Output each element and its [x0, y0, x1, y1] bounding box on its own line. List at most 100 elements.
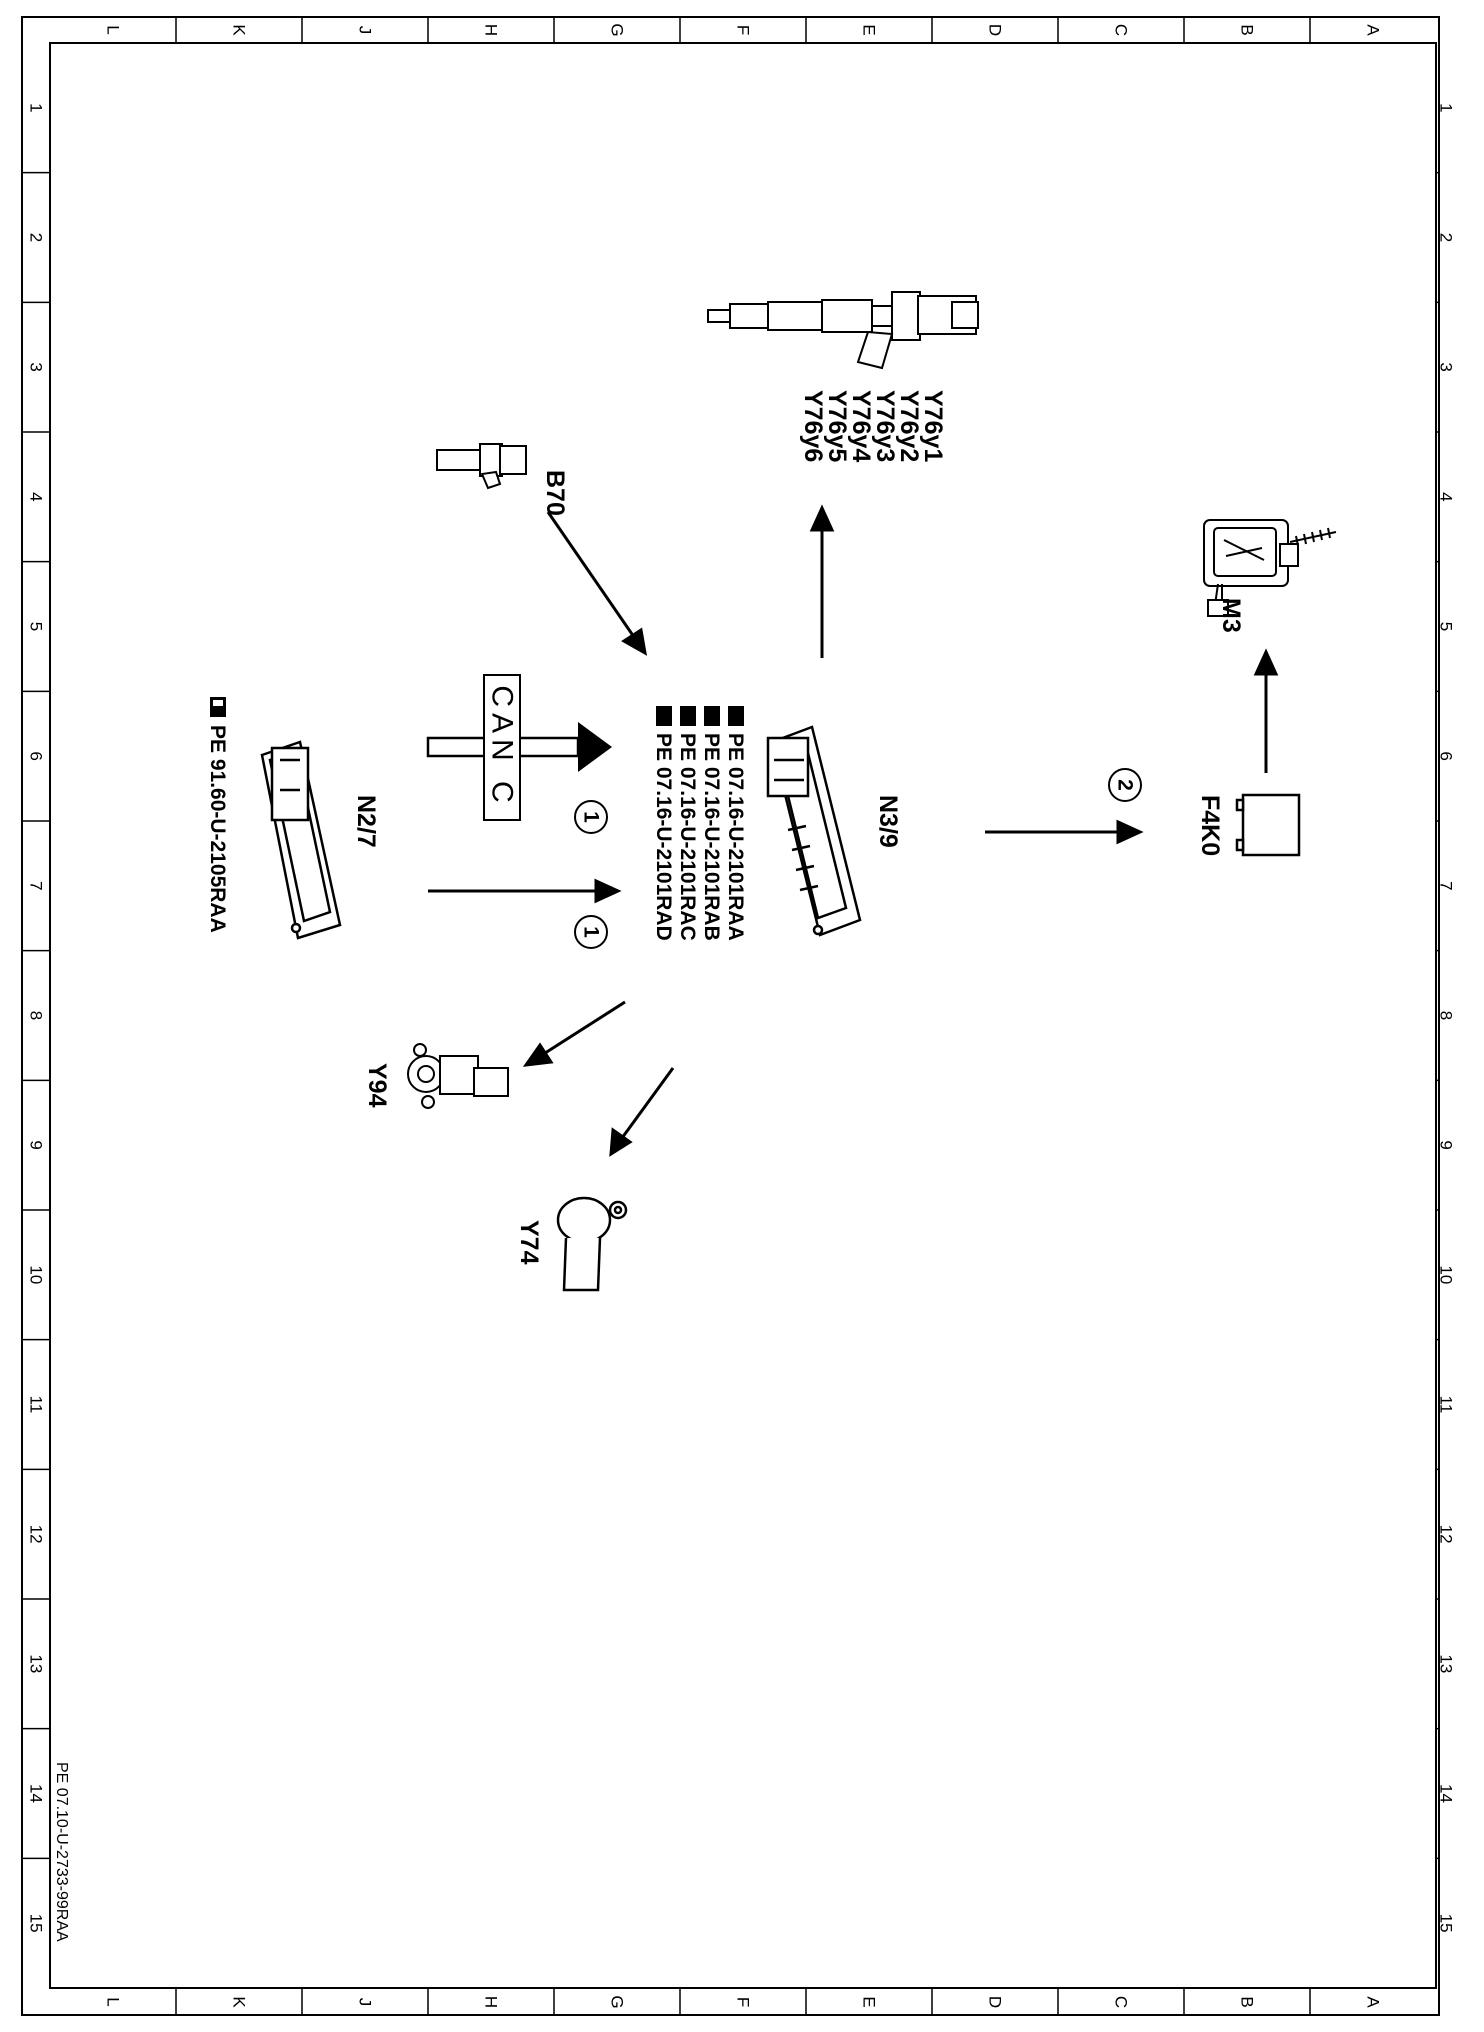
- sensor-connector: [499, 445, 527, 475]
- column-label-top: D: [986, 24, 1005, 36]
- can-bus-arrowhead: [578, 722, 612, 772]
- column-label-bottom: F: [734, 1997, 753, 2007]
- sensor-tip: [436, 449, 483, 471]
- pump-detail: [1223, 539, 1265, 561]
- n3-9-reference-1: PE 07.16-U-2101RAA: [724, 733, 747, 941]
- valve-lug: [413, 1043, 427, 1057]
- row-label-right: 3: [1437, 362, 1456, 371]
- y74-label: Y74: [515, 1220, 543, 1265]
- row-label-right: 8: [1437, 1011, 1456, 1020]
- m3-label: M3: [1217, 598, 1245, 633]
- row-label-right: 11: [1437, 1396, 1456, 1414]
- row-label-left: 9: [27, 1140, 46, 1149]
- n2-7-module: [260, 740, 342, 940]
- regulator-lug-hole: [613, 1205, 623, 1215]
- n3-9-reference-2: PE 07.16-U-2101RAB: [700, 733, 723, 941]
- y76-injector: [707, 291, 979, 370]
- injector-lead: [856, 330, 894, 370]
- y76-label-4: Y76y4: [847, 390, 875, 462]
- arrowhead: [1116, 819, 1144, 845]
- injector-plug: [951, 301, 979, 329]
- hand-icon: [728, 706, 744, 726]
- y74-regulator: [556, 1196, 628, 1292]
- row-label-right: 5: [1437, 622, 1456, 631]
- column-label-bottom: D: [986, 1996, 1005, 2008]
- column-label-top: J: [356, 26, 375, 35]
- row-label-left: 8: [27, 1011, 46, 1020]
- column-label-top: H: [482, 24, 501, 36]
- row-label-left: 10: [27, 1265, 46, 1284]
- row-label-right: 12: [1437, 1525, 1456, 1544]
- row-label-right: 1: [1437, 103, 1456, 112]
- arrowhead: [621, 627, 648, 656]
- arrow-b70-to-n3-9: [546, 511, 636, 638]
- column-label-bottom: L: [104, 1997, 123, 2006]
- relay-pin: [1235, 838, 1245, 852]
- pump-detail: [1225, 547, 1263, 557]
- can-label-box: [483, 674, 521, 821]
- arrowhead: [1253, 648, 1279, 676]
- injector-head: [891, 291, 921, 341]
- column-label-bottom: E: [860, 1996, 879, 2007]
- row-label-left: 13: [27, 1654, 46, 1673]
- row-label-left: 7: [27, 881, 46, 890]
- sensor-lead: [480, 470, 502, 490]
- b70-label: B70: [541, 470, 569, 516]
- row-label-left: 12: [27, 1525, 46, 1544]
- hand-icon: [656, 706, 672, 726]
- grid-lines: [22, 17, 1439, 2015]
- n3-9-ecu: [766, 725, 862, 937]
- can-label: CAN C: [486, 685, 519, 808]
- arrowhead: [809, 504, 835, 532]
- column-label-top: C: [1112, 24, 1131, 36]
- column-label-top: G: [608, 23, 627, 36]
- row-label-right: 7: [1437, 881, 1456, 890]
- y76-label-2: Y76y2: [895, 390, 923, 462]
- column-label-top: L: [104, 25, 123, 34]
- n3-9-label: N3/9: [874, 795, 902, 848]
- b70-sensor: [436, 443, 527, 490]
- row-label-right: 14: [1437, 1784, 1456, 1803]
- outer-frame: [21, 16, 1440, 2016]
- column-label-bottom: J: [356, 1998, 375, 2007]
- marker-1a: 1: [574, 800, 608, 834]
- y76-label-3: Y76y3: [871, 390, 899, 462]
- y76-labels: Y76y1 Y76y2 Y76y3 Y76y4 Y76y5 Y76y6: [799, 390, 947, 462]
- column-label-bottom: H: [482, 1996, 501, 2008]
- column-label-top: K: [230, 24, 249, 36]
- y76-label-5: Y76y5: [823, 390, 851, 462]
- column-label-bottom: K: [230, 1996, 249, 2008]
- f4k0-relay: [1235, 793, 1301, 857]
- marker-circle: [574, 915, 608, 949]
- n3-9-references: PE 07.16-U-2101RAA PE 07.16-U-2101RAB PE…: [652, 733, 747, 941]
- ecu-mount: [812, 924, 824, 936]
- inner-frame: [49, 42, 1437, 1989]
- ecu-connector: [766, 736, 810, 798]
- y76-label-6: Y76y6: [799, 390, 827, 462]
- y94-valve: [407, 1043, 509, 1109]
- row-label-right: 4: [1437, 492, 1456, 501]
- hand-icon: [704, 706, 720, 726]
- injector-tip: [707, 309, 731, 323]
- n3-9-reference-3: PE 07.16-U-2101RAC: [676, 733, 699, 941]
- y94-label: Y94: [363, 1063, 391, 1108]
- arrowhead: [522, 1042, 554, 1067]
- can-c-bus: CAN C: [426, 674, 612, 821]
- module-mount: [290, 922, 302, 934]
- marker-number: 1: [580, 926, 603, 938]
- injector-collar: [871, 305, 893, 327]
- row-label-left: 14: [27, 1784, 46, 1803]
- row-label-right: 2: [1437, 233, 1456, 242]
- arrowhead: [594, 878, 622, 904]
- y76-label-1: Y76y1: [919, 390, 947, 462]
- row-label-right: 13: [1437, 1654, 1456, 1673]
- row-label-right: 6: [1437, 751, 1456, 760]
- document-id: PE 07.10-U-2733-99RAA: [53, 1762, 70, 1942]
- row-label-right: 10: [1437, 1265, 1456, 1284]
- pump-plug: [1207, 599, 1229, 617]
- regulator-head: [556, 1196, 612, 1244]
- column-label-top: E: [860, 24, 879, 35]
- regulator-neck: [562, 1237, 602, 1292]
